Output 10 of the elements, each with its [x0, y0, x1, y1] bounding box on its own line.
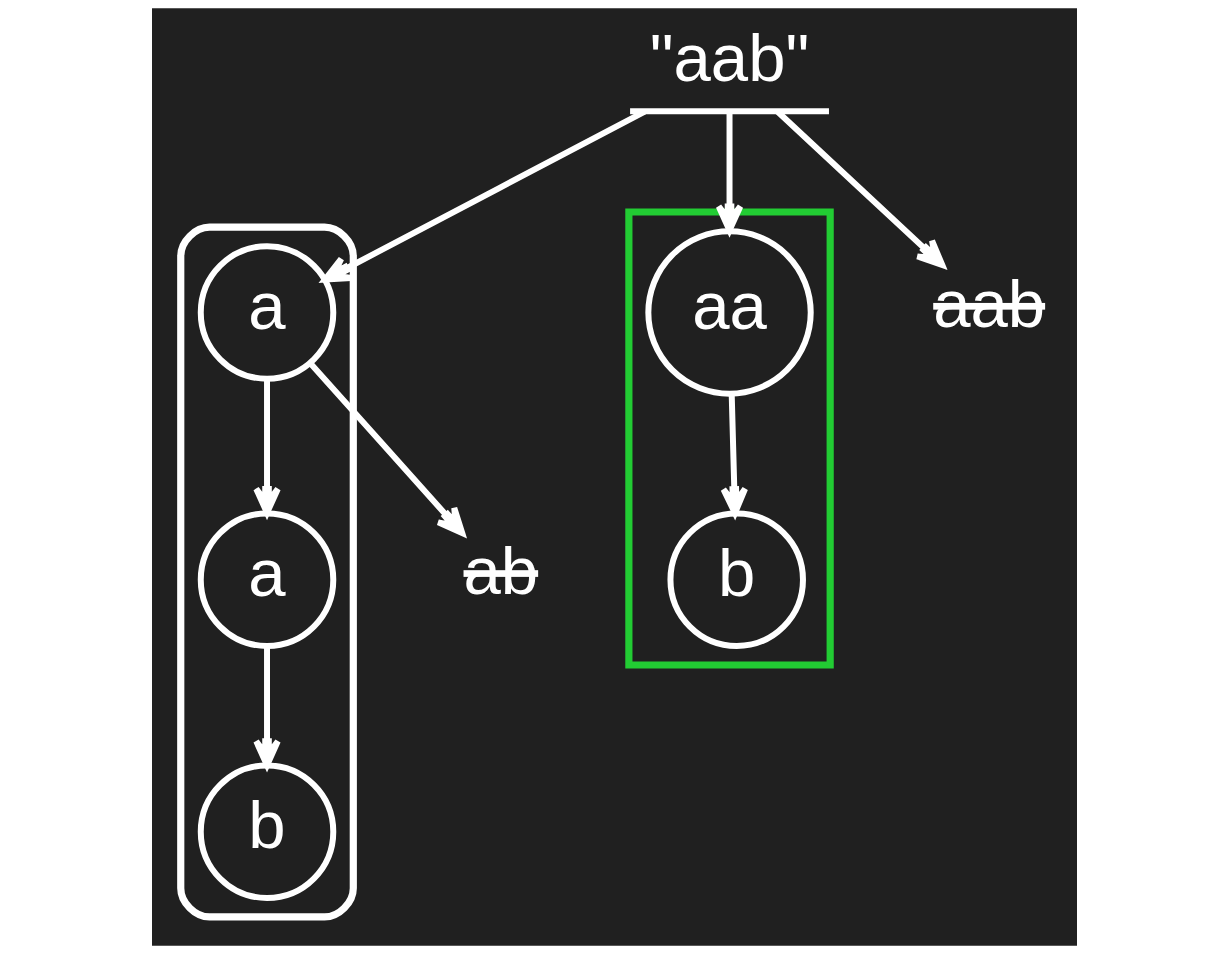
node-circle: aa: [645, 228, 814, 397]
node-text: aab: [933, 265, 1046, 341]
node-circle: b: [667, 510, 806, 649]
cluster: [625, 208, 834, 669]
node-circle: b: [197, 762, 337, 901]
node-circle: a: [197, 510, 337, 649]
node-circle: a: [197, 243, 337, 382]
arrow: [307, 361, 466, 536]
node-text: ab: [463, 532, 539, 608]
node-text: "aab": [649, 20, 810, 96]
